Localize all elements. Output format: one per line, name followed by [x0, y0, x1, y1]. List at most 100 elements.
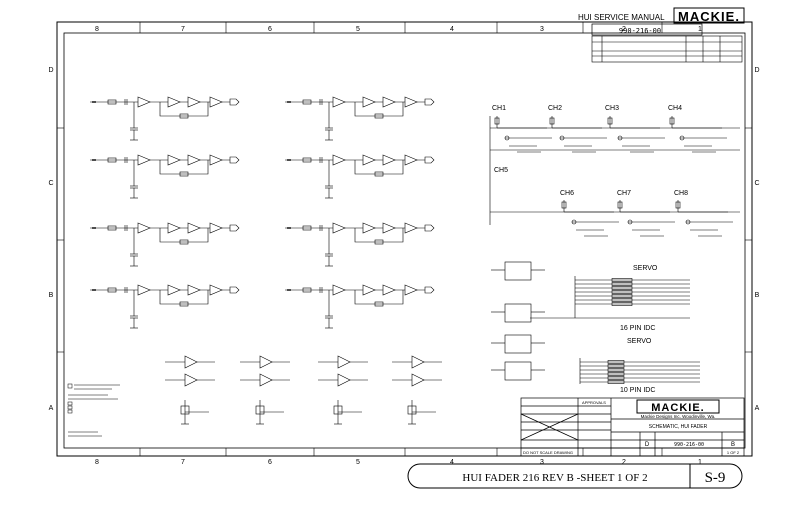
buffer-amp	[167, 222, 181, 234]
resistor	[302, 157, 312, 163]
node	[685, 219, 691, 225]
title-sheet-size: D	[645, 442, 650, 448]
buffer-amp	[209, 96, 223, 108]
fader-circuit	[90, 284, 240, 329]
feedback-wire	[354, 102, 404, 117]
resistor	[107, 99, 117, 105]
column-marker: 4	[450, 459, 454, 466]
buffer-amp	[382, 222, 396, 234]
title-schematic-name: SCHEMATIC, HUI FADER	[649, 424, 708, 430]
output-port	[424, 156, 435, 164]
label-ch2: CH2	[548, 105, 562, 112]
buffer-amp	[382, 284, 396, 296]
fader-circuit	[90, 222, 240, 267]
idc-contact	[607, 368, 625, 372]
resistor	[302, 225, 312, 231]
output-port	[229, 224, 240, 232]
buffer-amp	[187, 222, 201, 234]
opamp-circuit-row	[165, 355, 442, 425]
buffer-amp	[404, 284, 418, 296]
title-rev: B	[731, 442, 735, 448]
buffer-amp	[167, 284, 181, 296]
buffer-amp	[362, 96, 376, 108]
buffer-amp	[382, 154, 396, 166]
label-servo-2: SERVO	[627, 338, 652, 345]
idc-contact	[607, 360, 625, 364]
idc-contact	[611, 302, 633, 306]
footer-caption: HUI FADER 216 REV B -SHEET 1 OF 2	[462, 472, 647, 484]
title-no-scale: DO NOT SCALE DRAWING	[523, 450, 573, 455]
buffer-amp	[209, 284, 223, 296]
label-ch6: CH6	[560, 190, 574, 197]
node	[504, 135, 510, 141]
fader-circuit	[285, 96, 435, 141]
column-marker: 1	[698, 26, 702, 33]
node	[559, 135, 565, 141]
node	[617, 135, 623, 141]
title-brand: MACKIE.	[651, 402, 704, 414]
title-company: Mackie Designs Inc. Woodinville, Wa.	[641, 414, 716, 419]
buffer-amp	[137, 222, 151, 234]
idc-contact	[607, 376, 625, 380]
row-marker: D	[754, 67, 759, 74]
output-port	[424, 224, 435, 232]
switch-contact	[669, 117, 675, 125]
transistor	[333, 405, 343, 415]
column-marker: 5	[356, 26, 360, 33]
label-ch4: CH4	[668, 105, 682, 112]
brand-logo: MACKIE.	[678, 9, 740, 24]
buffer-amp	[187, 96, 201, 108]
buffer-amp	[137, 284, 151, 296]
channel-switch-matrix	[489, 116, 740, 237]
buffer-amp	[332, 222, 346, 234]
buffer-amp	[404, 222, 418, 234]
channel-switch	[607, 116, 665, 153]
transistor	[180, 405, 190, 415]
idc-contact	[611, 294, 633, 298]
brand-logo-box	[673, 7, 745, 24]
row-marker: B	[755, 292, 760, 299]
label-ch7: CH7	[617, 190, 631, 197]
doc-number-top: 990-216-00	[619, 27, 661, 35]
label-servo-1: SERVO	[633, 265, 658, 272]
ic-package	[504, 261, 532, 281]
row-marker: A	[49, 405, 54, 412]
buffer-amp	[362, 154, 376, 166]
opamp	[337, 355, 351, 369]
title-approvals: APPROVALS	[582, 400, 606, 405]
opamp	[184, 355, 198, 369]
feedback-wire	[159, 160, 209, 175]
resistor	[179, 113, 189, 119]
column-marker: 6	[268, 26, 272, 33]
row-marker: A	[755, 405, 760, 412]
column-marker: 7	[181, 459, 185, 466]
label-16pin-idc: 16 PIN IDC	[620, 325, 655, 332]
column-marker: 3	[540, 26, 544, 33]
column-marker: 8	[95, 459, 99, 466]
switch-contact	[675, 201, 681, 209]
buffer-amp	[209, 154, 223, 166]
fader-circuit	[285, 222, 435, 267]
manual-title: HUI SERVICE MANUAL	[578, 13, 665, 22]
feedback-wire	[159, 102, 209, 117]
resistor	[302, 99, 312, 105]
feedback-wire	[354, 228, 404, 243]
buffer-amp	[382, 96, 396, 108]
buffer-amp	[404, 96, 418, 108]
label-10pin-idc: 10 PIN IDC	[620, 387, 655, 394]
column-marker: 7	[181, 26, 185, 33]
feedback-wire	[159, 228, 209, 243]
footer-bar	[407, 463, 743, 489]
output-port	[424, 286, 435, 294]
buffer-amp	[137, 154, 151, 166]
opamp-circuit	[165, 355, 215, 425]
outer-frame	[56, 21, 753, 457]
row-marker: B	[49, 292, 54, 299]
channel-switch	[549, 116, 607, 153]
switch-contact	[617, 201, 623, 209]
resistor	[107, 157, 117, 163]
buffer-amp	[167, 96, 181, 108]
fader-circuit	[90, 96, 240, 141]
